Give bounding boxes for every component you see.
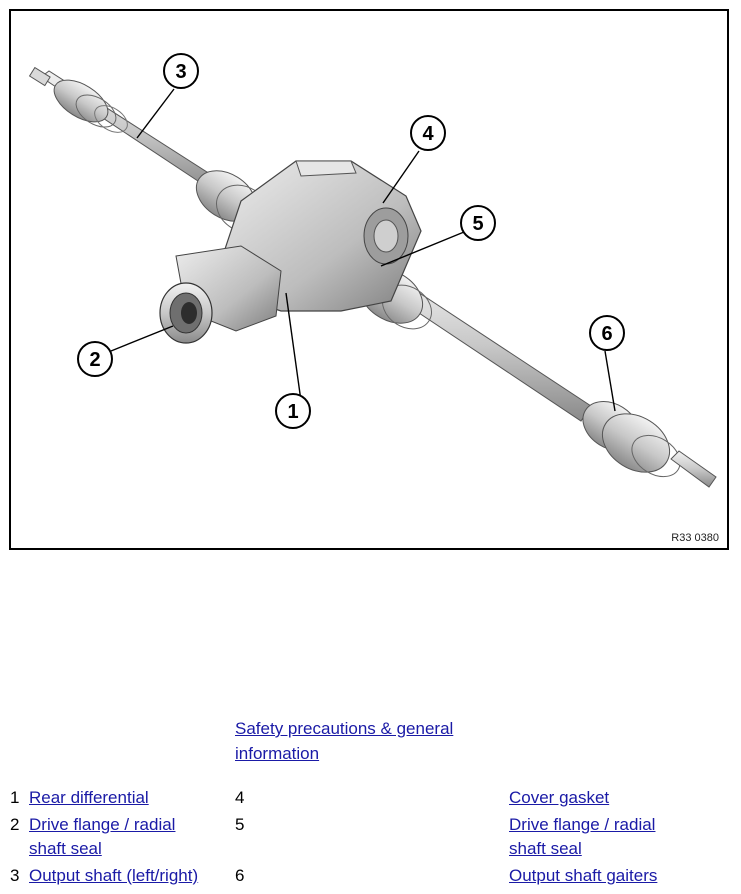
callout-2: 2 (77, 341, 113, 377)
rear-differential-link[interactable]: Rear differential (29, 788, 149, 807)
callout-5: 5 (460, 205, 496, 241)
svg-text:5: 5 (472, 213, 483, 235)
cover-gasket-link[interactable]: Cover gasket (509, 788, 610, 807)
drive-flange-radial-seal-link-2[interactable]: Drive flange / radial shaft seal (509, 815, 656, 858)
svg-text:2: 2 (89, 349, 100, 371)
rear-axle-illustration: 1 2 3 4 5 6 (28, 53, 717, 488)
leader-lines (110, 88, 616, 412)
safety-precautions-link-container: Safety precautions & general information (235, 716, 495, 766)
drive-flange-radial-seal-link[interactable]: Drive flange / radial shaft seal (29, 815, 176, 858)
svg-text:1: 1 (287, 401, 298, 423)
legend-number: 1 (10, 788, 20, 807)
output-shaft-gaiters-link[interactable]: Output shaft gaiters (509, 866, 658, 885)
safety-precautions-link[interactable]: Safety precautions & general information (235, 719, 454, 763)
svg-text:4: 4 (422, 123, 434, 145)
figure-code: R33 0380 (671, 532, 719, 544)
svg-text:6: 6 (601, 323, 612, 345)
callout-6: 6 (589, 315, 625, 351)
legend-number: 4 (235, 788, 245, 807)
callout-3: 3 (163, 53, 199, 89)
legend-number: 3 (10, 866, 20, 885)
legend-number: 6 (235, 866, 245, 885)
callout-4: 4 (410, 115, 446, 151)
differential-housing (175, 160, 422, 332)
exploded-diagram: 1 2 3 4 5 6 R33 0380 (9, 9, 729, 550)
svg-text:3: 3 (175, 61, 186, 83)
legend-number: 2 (10, 815, 20, 834)
legend-number: 5 (235, 815, 245, 834)
callout-1: 1 (275, 393, 311, 429)
drive-flange (159, 282, 213, 344)
output-shaft-link[interactable]: Output shaft (left/right) (29, 866, 199, 885)
right-output-shaft (358, 268, 717, 488)
